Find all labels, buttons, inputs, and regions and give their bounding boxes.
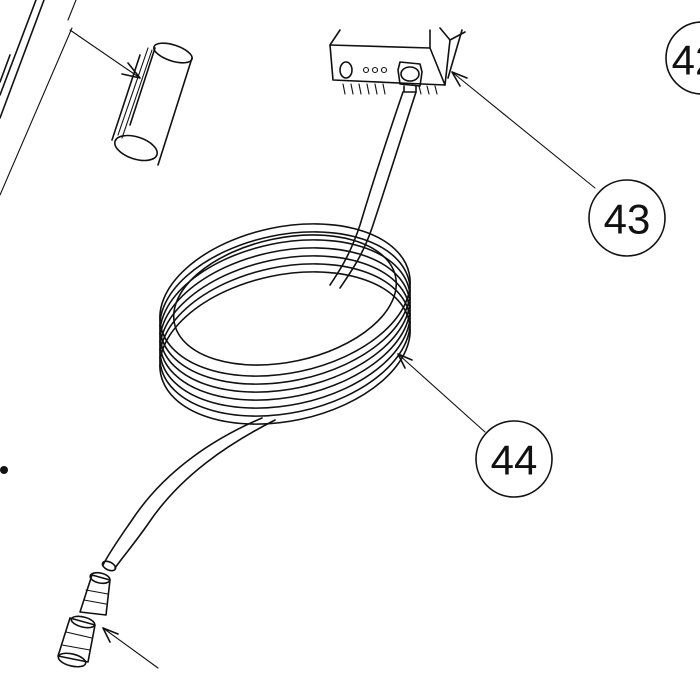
callout-42-label: 42 xyxy=(672,37,700,84)
cylinder-part xyxy=(111,42,193,166)
callout-43-label: 43 xyxy=(604,196,651,243)
control-box xyxy=(329,27,466,95)
leader-arrow-cylinder xyxy=(69,29,141,79)
callout-44: 44 xyxy=(475,420,553,498)
frame-rails xyxy=(0,0,77,196)
cable-coil xyxy=(159,223,411,425)
leader-arrow-44 xyxy=(397,353,486,433)
callout-44-label: 44 xyxy=(491,437,538,484)
leader-arrow-43 xyxy=(451,71,596,189)
callout-42: 42 xyxy=(665,21,700,95)
leader-arrow-connector xyxy=(102,627,159,669)
cable-top xyxy=(329,91,417,289)
connector-part xyxy=(57,571,111,668)
callout-43: 43 xyxy=(588,179,666,257)
cable-tail xyxy=(101,417,276,572)
bolt-part xyxy=(0,466,8,474)
